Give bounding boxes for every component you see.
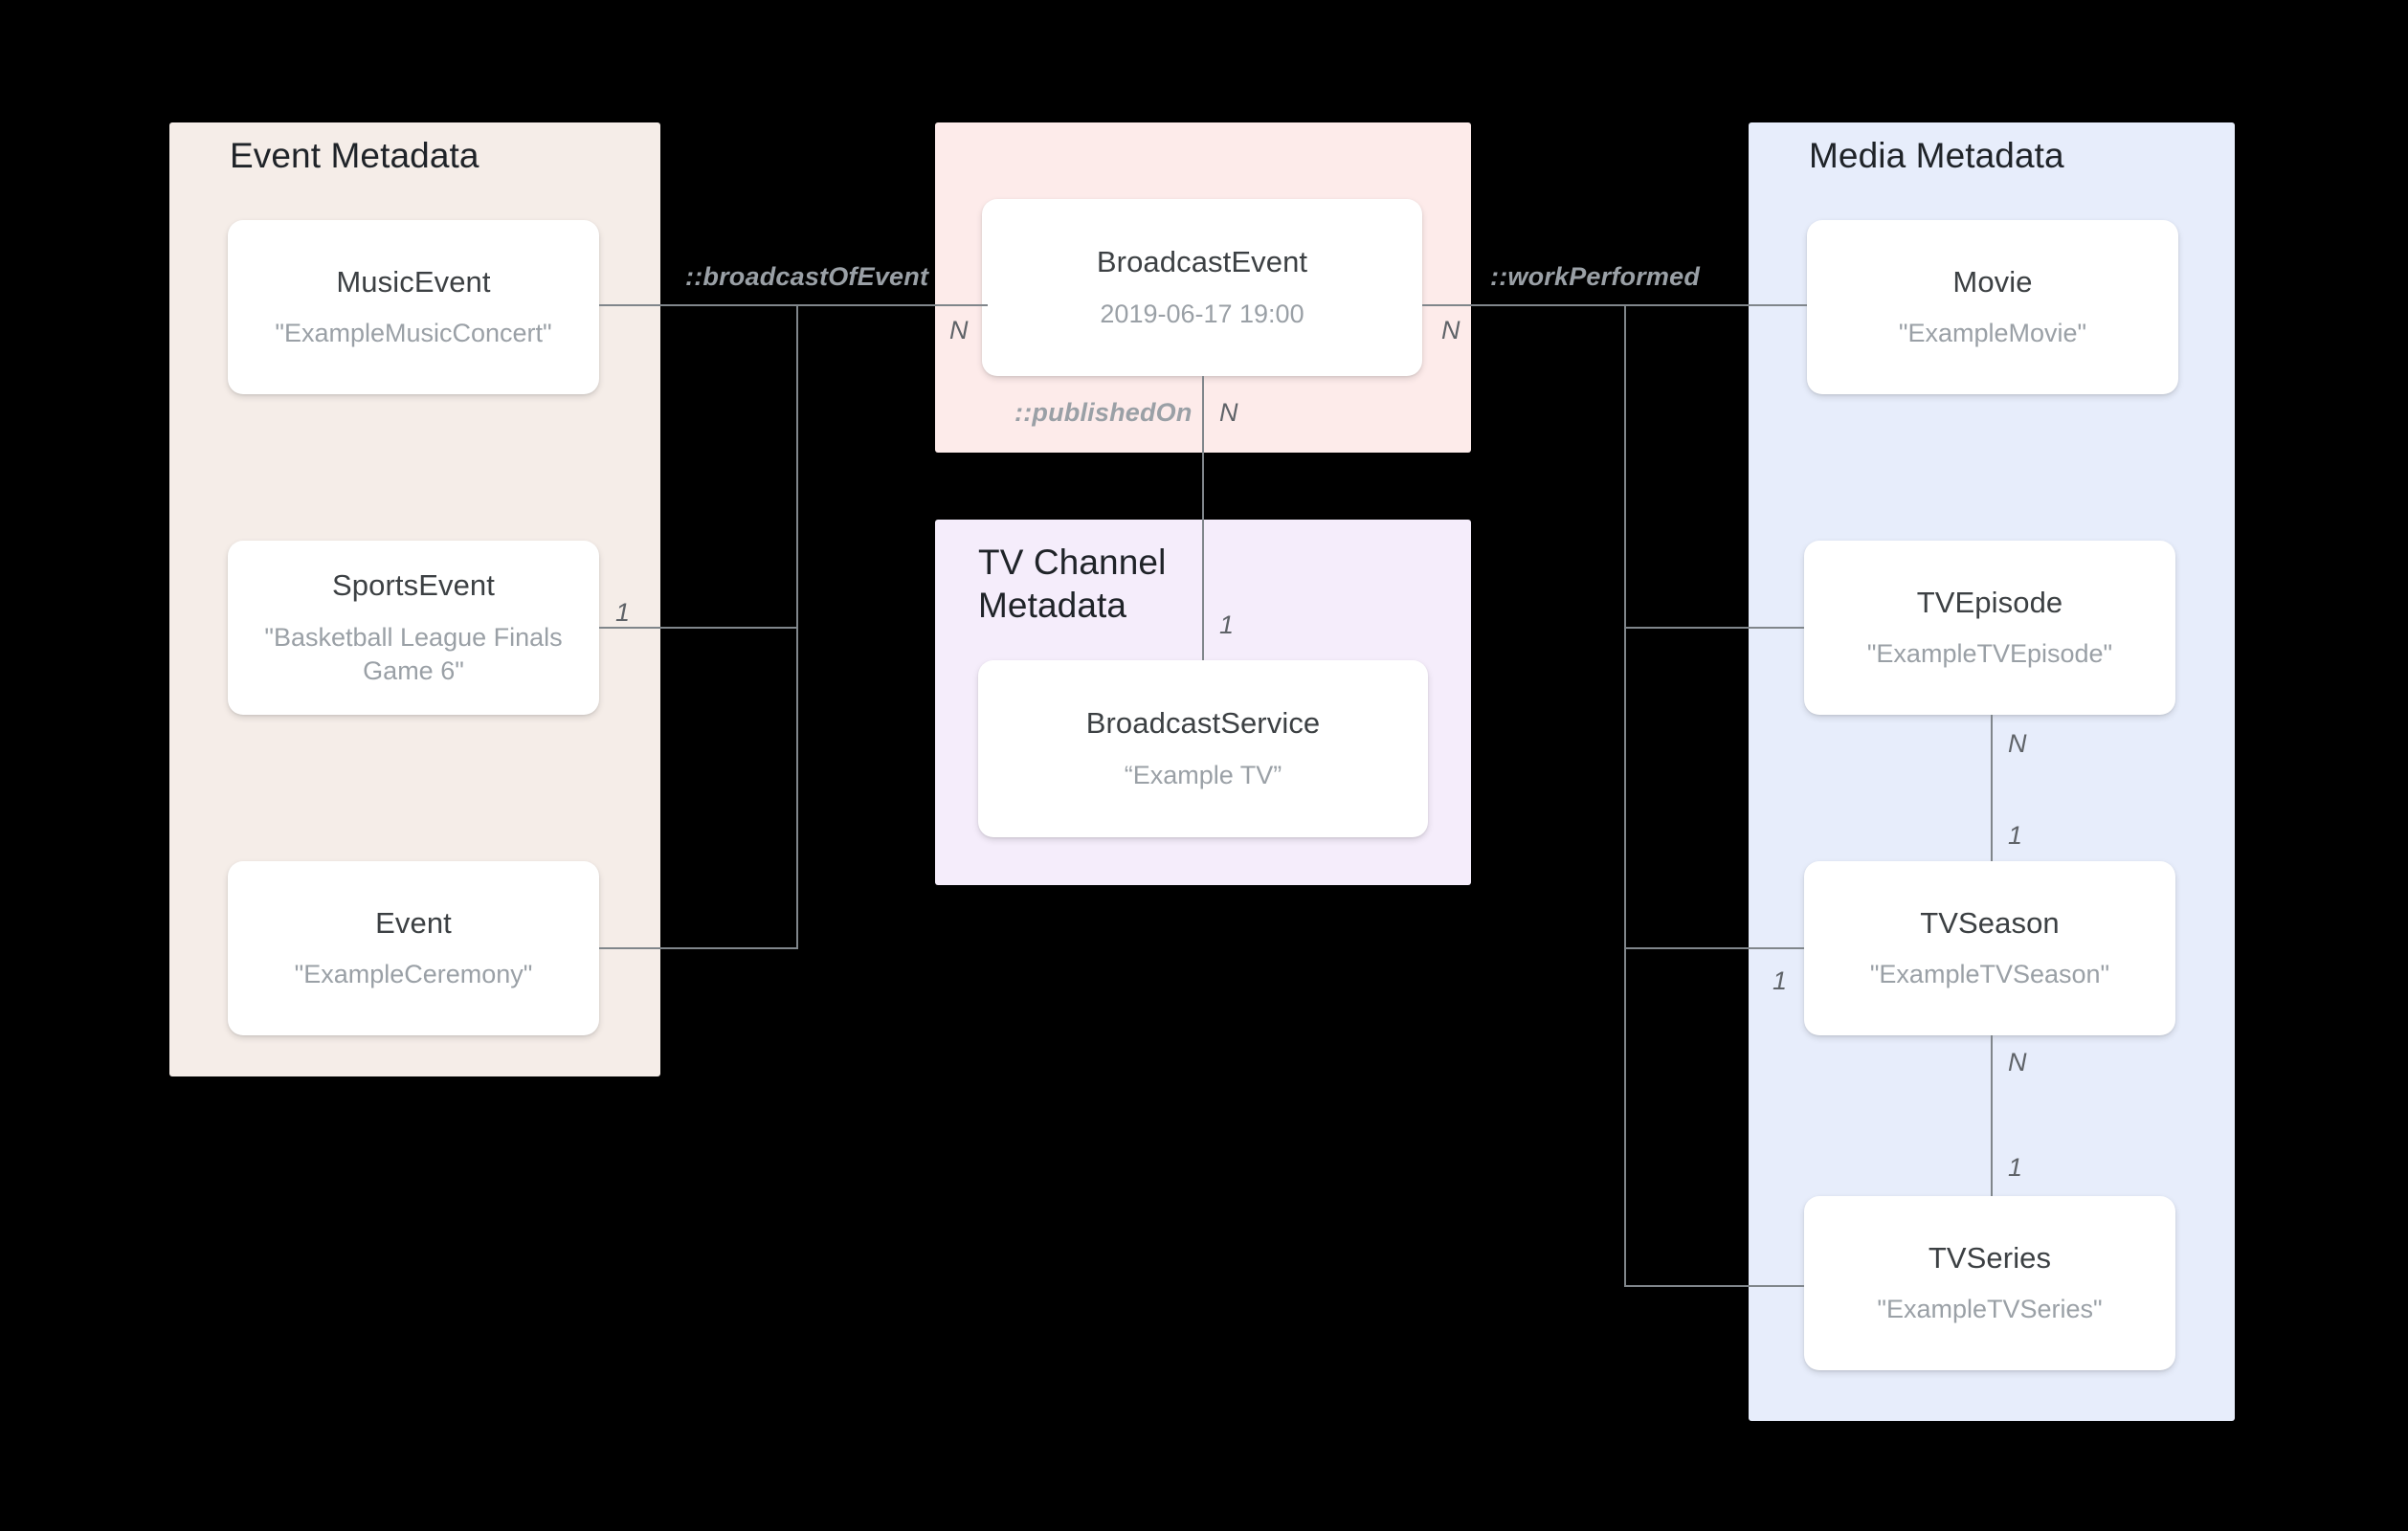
connector-broadcast-event-to-media-trunk <box>1422 304 1626 306</box>
connector-broadcast-event-to-service <box>1202 376 1204 660</box>
connector-sports-event-to-broadcast <box>599 627 798 629</box>
relation-label-broadcast-of-event: ::broadcastOfEvent <box>685 262 929 291</box>
entity-value-label: "ExampleMovie" <box>1898 319 2087 348</box>
entity-value-label: “Example TV” <box>1124 760 1282 789</box>
entity-type-label: TVSeason <box>1920 905 2060 940</box>
connector-trunk-to-tv-episode <box>1624 627 1804 629</box>
entity-value-label: "ExampleMusicConcert" <box>275 319 552 348</box>
group-title-tv-channel-metadata: TV Channel Metadata <box>978 543 1167 626</box>
multiplicity-published-on-n: N <box>1219 398 1238 427</box>
entity-card-tv-series[interactable]: TVSeries "ExampleTVSeries" <box>1804 1196 2175 1370</box>
connector-trunk-to-tv-season <box>1624 947 1804 949</box>
entity-card-music-event[interactable]: MusicEvent "ExampleMusicConcert" <box>228 220 599 394</box>
entity-card-event[interactable]: Event "ExampleCeremony" <box>228 861 599 1035</box>
entity-value-label: "Basketball League Finals Game 6" <box>264 622 563 685</box>
entity-type-label: TVSeries <box>1928 1240 2052 1275</box>
entity-type-label: SportsEvent <box>332 568 495 603</box>
multiplicity-episode-n: N <box>2008 729 2027 758</box>
entity-card-tv-season[interactable]: TVSeason "ExampleTVSeason" <box>1804 861 2175 1035</box>
entity-type-label: TVEpisode <box>1916 585 2063 619</box>
connector-media-trunk-vertical <box>1624 304 1626 1285</box>
entity-type-label: Movie <box>1952 264 2033 299</box>
entity-value-label: "ExampleTVSeason" <box>1869 960 2110 989</box>
connector-tv-season-to-tv-series <box>1991 1035 1993 1196</box>
entity-card-tv-episode[interactable]: TVEpisode "ExampleTVEpisode" <box>1804 541 2175 715</box>
multiplicity-broadcast-event-left-n: N <box>949 316 969 344</box>
entity-type-label: BroadcastEvent <box>1096 245 1308 279</box>
entity-type-label: MusicEvent <box>336 264 491 299</box>
relation-label-published-on: ::publishedOn <box>1014 398 1193 427</box>
multiplicity-season-n: N <box>2008 1048 2027 1076</box>
entity-value-label: 2019-06-17 19:00 <box>1100 299 1304 328</box>
entity-type-label: BroadcastService <box>1085 706 1321 741</box>
connector-music-event-to-broadcast <box>599 304 798 306</box>
entity-card-broadcast-service[interactable]: BroadcastService “Example TV” <box>978 660 1428 837</box>
entity-value-label: "ExampleCeremony" <box>294 960 533 989</box>
entity-type-label: Event <box>375 905 452 940</box>
entity-value-label: "ExampleTVSeries" <box>1877 1295 2103 1324</box>
relation-label-work-performed: ::workPerformed <box>1490 262 1701 291</box>
connector-event-to-broadcast <box>599 947 798 949</box>
multiplicity-series-1: 1 <box>2008 1153 2023 1182</box>
connector-tv-episode-to-tv-season <box>1991 715 1993 861</box>
multiplicity-tv-season-left-1: 1 <box>1773 966 1788 995</box>
multiplicity-sports-event-1: 1 <box>615 598 631 627</box>
group-title-event-metadata: Event Metadata <box>230 136 479 175</box>
multiplicity-season-1: 1 <box>2008 821 2023 850</box>
connector-trunk-to-tv-series <box>1624 1285 1804 1287</box>
entity-value-label: "ExampleTVEpisode" <box>1866 639 2113 669</box>
entity-card-sports-event[interactable]: SportsEvent "Basketball League Finals Ga… <box>228 541 599 715</box>
multiplicity-broadcast-event-right-n: N <box>1441 316 1460 344</box>
connector-trunk-to-movie <box>1624 304 1807 306</box>
connector-trunk-to-broadcast-event <box>796 304 988 306</box>
entity-card-broadcast-event[interactable]: BroadcastEvent 2019-06-17 19:00 <box>982 199 1422 376</box>
group-title-media-metadata: Media Metadata <box>1809 136 2064 175</box>
entity-card-movie[interactable]: Movie "ExampleMovie" <box>1807 220 2178 394</box>
multiplicity-published-on-1: 1 <box>1219 610 1235 639</box>
